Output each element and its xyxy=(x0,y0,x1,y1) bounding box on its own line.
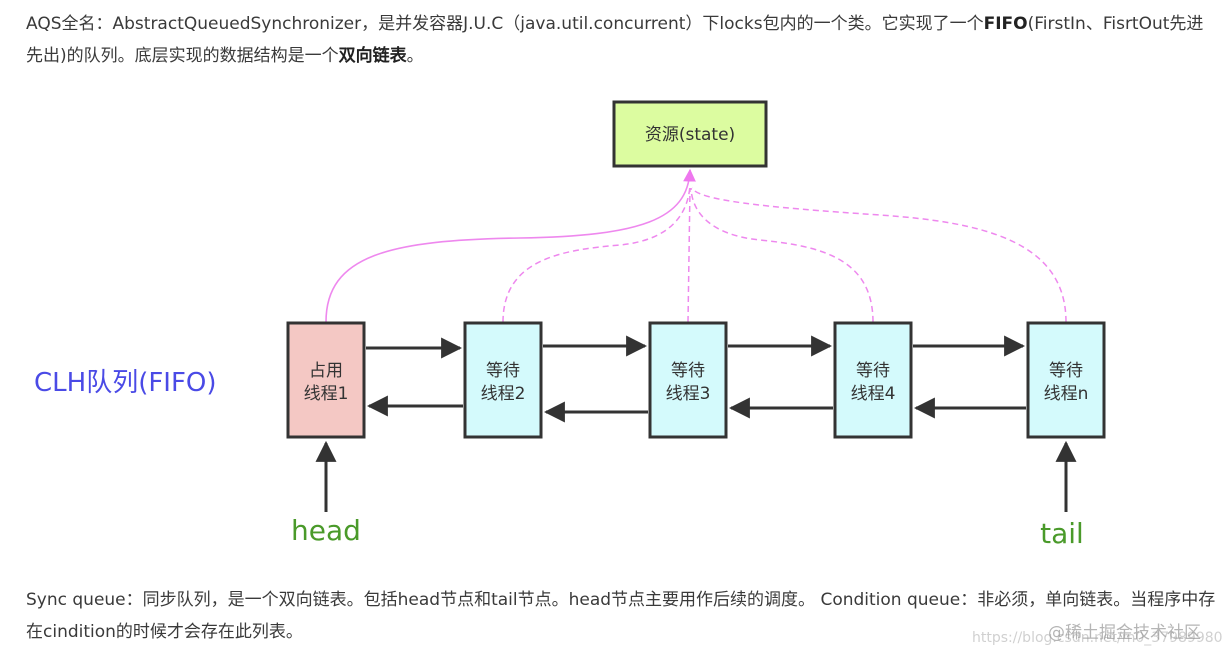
intro-text-2: (FirstIn、FisrtOut先进先出)的队列。底层实现的数据结构是一个 xyxy=(26,14,1204,66)
arc-noden-dashed xyxy=(691,187,1067,323)
intro-bold-fifo: FIFO xyxy=(983,14,1028,34)
node-3-box xyxy=(648,321,728,439)
node-n-box xyxy=(1026,321,1106,439)
node-1-line1: 占用 xyxy=(309,361,343,381)
tail-label: tail xyxy=(1040,517,1084,550)
brand-watermark: @稀土掘金技术社区 xyxy=(1048,623,1201,643)
node-3-line2: 线程3 xyxy=(666,384,711,404)
resource-box xyxy=(612,100,768,168)
node-4-box xyxy=(833,321,913,439)
node-3-line1: 等待 xyxy=(671,361,705,381)
arc-node3-dashed xyxy=(687,187,691,323)
url-watermark: https://blog.csdn.net/m0_37989980 xyxy=(972,630,1223,646)
queue-label: CLH队列(FIFO) xyxy=(34,368,217,398)
clh-queue-diagram: 资源(state) 占用 线程1 等待 线程2 等待 线程3 等待 线程4 等待… xyxy=(34,100,1106,550)
node-1-line2: 线程1 xyxy=(304,384,349,404)
intro-paragraph: AQS全名：AbstractQueuedSynchronizer，是并发容器J.… xyxy=(26,8,1216,72)
node-4-line2: 线程4 xyxy=(851,384,896,404)
node-2-line1: 等待 xyxy=(486,361,520,381)
node-n-line1: 等待 xyxy=(1049,361,1083,381)
node-2-line2: 线程2 xyxy=(481,384,526,404)
node-4-line1: 等待 xyxy=(856,361,890,381)
arc-node1-solid xyxy=(325,168,696,323)
resource-label: 资源(state) xyxy=(645,125,735,145)
node-1-box xyxy=(286,321,366,439)
intro-bold-linked-list: 双向链表 xyxy=(338,46,407,66)
arc-node4-dashed xyxy=(690,187,874,323)
intro-text-1: AQS全名：AbstractQueuedSynchronizer，是并发容器J.… xyxy=(26,14,984,34)
arc-node2-dashed xyxy=(502,184,691,323)
head-label: head xyxy=(291,514,361,547)
intro-text-3: 。 xyxy=(406,46,424,66)
summary-paragraph: Sync queue：同步队列，是一个双向链表。包括head节点和tail节点。… xyxy=(26,590,1216,642)
node-2-box xyxy=(463,321,543,439)
node-n-line2: 线程n xyxy=(1044,384,1089,404)
